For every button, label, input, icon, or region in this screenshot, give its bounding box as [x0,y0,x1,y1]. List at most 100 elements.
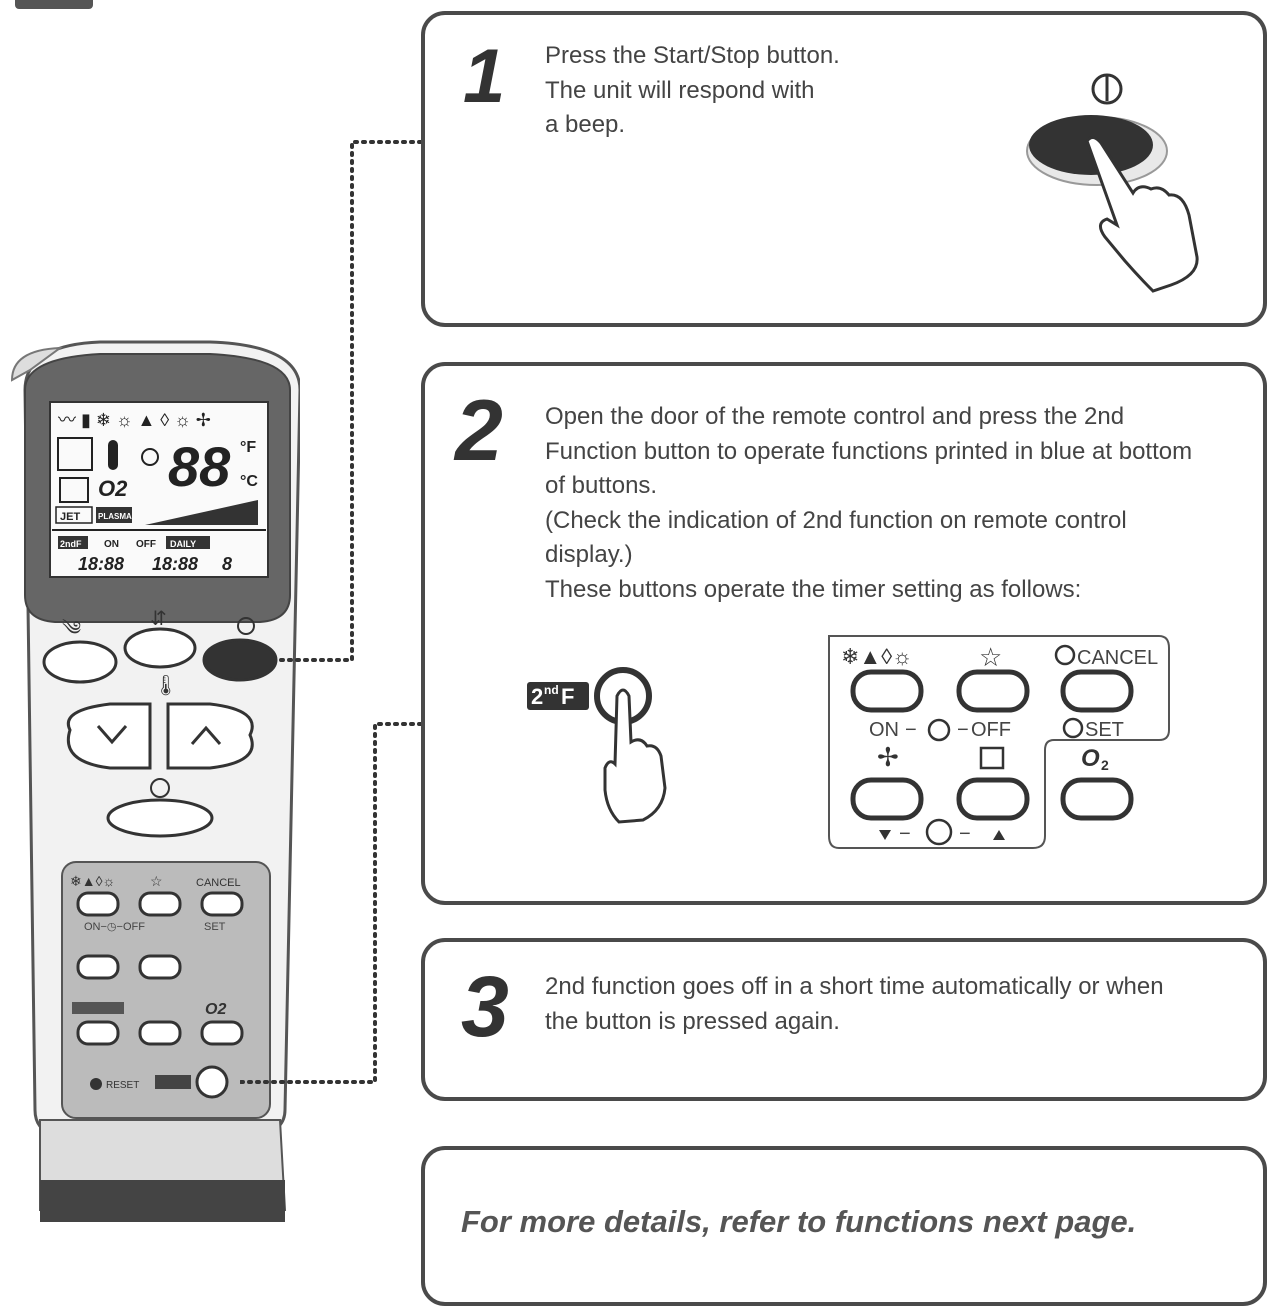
cancel-label: CANCEL [1077,647,1158,669]
second-function-label-sup: nd [544,683,559,697]
power-small-icon [237,617,255,635]
dash-4: − [959,823,971,845]
panel-dark-slot [155,1075,191,1089]
second-function-button-remote[interactable] [195,1065,229,1099]
step-1-text: Press the Start/Stop button. The unit wi… [545,39,840,143]
lcd-time2: 18:88 [152,554,198,574]
step-1-number: 1 [463,34,506,119]
connector-step1 [278,140,423,662]
step-2-line: display.) [545,541,633,568]
panel-o2-label: O2 [205,1001,226,1018]
fan-button[interactable] [850,777,924,821]
panel-star-button[interactable] [138,891,182,917]
lcd-2ndf-box [58,536,88,549]
chevron-up-icon [190,725,222,745]
step-2-number: 2 [455,383,503,479]
start-stop-press-illustration [1026,73,1199,293]
lcd-time1: 18:88 [78,554,124,574]
air-direction-button[interactable] [123,627,197,669]
panel-mode-button[interactable] [76,891,120,917]
panel-o2-button[interactable] [200,1020,244,1046]
panel-on-off-label: ON−◷−OFF [84,921,145,933]
step-2-box: 2 Open the door of the remote control an… [421,362,1267,905]
step-3-line: the button is pressed again. [545,1007,840,1035]
lcd-unit-f: °F [240,439,256,456]
dash-1: − [905,719,917,741]
lcd-plasma-box [96,507,132,523]
temp-up-button[interactable] [166,702,254,770]
second-function-press-illustration: 2 nd F [527,667,667,824]
swing-icon: ༄ [62,618,81,640]
panel-fan-button[interactable] [76,954,120,980]
panel-button-row3a[interactable] [76,1020,120,1046]
air-direction-icon: ⇵ [150,608,167,630]
step-1-line: Press the Start/Stop button. [545,42,840,69]
lcd-plasma: PLASMA [98,512,132,521]
star-button[interactable] [956,669,1030,713]
panel-slot [72,1002,124,1014]
lcd-person-icon [59,477,89,503]
lcd-off: OFF [136,539,156,550]
set-label: SET [1085,719,1124,741]
timer-button-panel: ❄▲◊☼ ☆ CANCEL ON − − OFF SET ✢ O 2 − − [828,635,1170,849]
dash-2: − [957,719,969,741]
pointing-hand-icon [603,688,667,824]
star-icon: ☆ [979,642,1002,672]
house-icon [979,746,1005,770]
lcd-mode-icons: 〰 ▮ ❄ ☼ ▲ ◊ ☼ ✢ [58,410,211,430]
lcd-hour: 8 [222,554,232,574]
connector-step2 [240,722,423,1084]
lcd-fan-bars [145,500,258,525]
start-stop-button-remote[interactable] [202,638,278,682]
mode-button[interactable] [850,669,924,713]
step-3-line: 2nd function goes off in a short time au… [545,973,1164,1000]
o2-label: O [1081,745,1100,772]
second-function-label-tail: F [561,684,574,709]
off-label: OFF [971,719,1011,741]
temperature-icon: 🌡 [153,675,178,697]
remote-edge [10,346,64,382]
alarm-clock-icon [925,818,953,846]
step-2-text: Open the door of the remote control and … [545,400,1192,607]
step-3-number: 3 [461,959,509,1055]
cancel-button[interactable] [1060,669,1134,713]
connector-lines [240,140,423,1084]
panel-house-button[interactable] [138,954,182,980]
remote-control-illustration: 〰 ▮ ❄ ☼ ▲ ◊ ☼ ✢ 88 °F °C O2 JET PLASMA 2… [10,340,300,1222]
note-box: For more details, refer to functions nex… [421,1146,1267,1306]
panel-cancel-label: CANCEL [196,877,241,889]
lower-function-panel [61,861,271,1119]
dash-3: − [899,823,911,845]
o2-sub: 2 [1101,757,1109,773]
fan-icon: ✢ [877,742,899,772]
reset-dot[interactable] [90,1078,102,1090]
step-3-text: 2nd function goes off in a short time au… [545,970,1164,1039]
lcd-daily-box [166,536,210,549]
lcd-daily: DAILY [170,539,196,549]
panel-mode-icons: ❄▲◊☼ [70,873,115,889]
step-1-box: 1 Press the Start/Stop button. The unit … [421,11,1267,327]
triangle-up-icon [993,830,1005,840]
lcd-on: ON [104,539,119,550]
temp-down-button[interactable] [67,702,152,770]
chevron-down-icon [96,725,128,745]
lcd-unit-c: °C [240,473,258,490]
lcd-o2: O2 [98,476,128,501]
panel-cancel-button[interactable] [200,891,244,917]
note-text: For more details, refer to functions nex… [461,1204,1137,1239]
lcd-face-icon [141,448,159,466]
lcd-thermometer-icon [108,440,118,470]
o2-button[interactable] [1060,777,1134,821]
house-button[interactable] [956,777,1030,821]
clock-icon [1054,644,1076,666]
panel-button-row3b[interactable] [138,1020,182,1046]
step-2-line: of buttons. [545,472,658,499]
fan-speed-button[interactable] [106,798,214,838]
panel-set-label: SET [204,921,226,933]
swing-button[interactable] [42,640,118,684]
panel-star-icon: ☆ [150,873,163,889]
step-2-line: Open the door of the remote control and … [545,403,1125,430]
lcd-2ndf: 2ndF [60,539,82,549]
page-corner-tab [15,0,93,9]
lcd-house-icon [57,437,93,471]
